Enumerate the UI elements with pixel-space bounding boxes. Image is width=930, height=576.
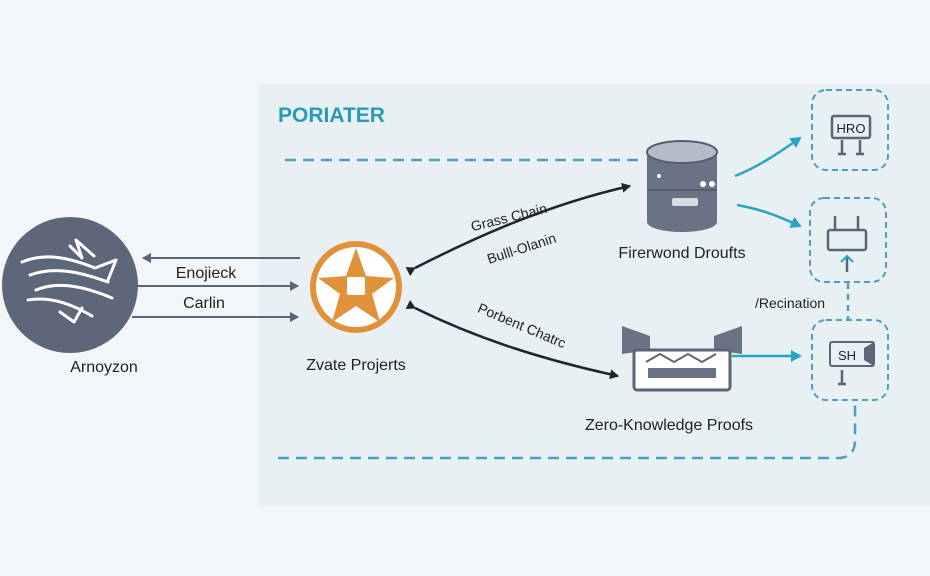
bottom-dashed-line (278, 400, 857, 460)
mini-box-bottom-label: SH (838, 348, 856, 363)
source-node[interactable] (2, 217, 138, 353)
upper-curve-arrow (405, 182, 631, 277)
database-label: Firerwond Droufts (618, 245, 745, 262)
mini-box-top[interactable]: HRO (811, 89, 889, 171)
database-icon[interactable] (646, 140, 718, 232)
plug-icon (838, 140, 864, 156)
hub-label: Zvate Projerts (306, 357, 406, 374)
hub-node[interactable] (310, 241, 402, 333)
arrow-label-top: Enojieck (176, 265, 237, 282)
source-bird-icon (20, 238, 118, 324)
side-label: /Recination (755, 295, 825, 311)
hub-core (345, 275, 367, 297)
source-label: Arnoyzon (70, 359, 138, 376)
teal-arrow-top (734, 136, 802, 178)
lower-curve-arrow (405, 299, 619, 380)
zk-label: Zero-Knowledge Proofs (585, 417, 753, 434)
arrow-label-middle: Carlin (183, 295, 225, 312)
connector-icon (826, 228, 868, 252)
mini-box-middle[interactable] (809, 197, 887, 283)
camera-icon (864, 342, 874, 366)
mini-box-bottom[interactable]: SH (811, 319, 889, 401)
panel-title: PORIATER (278, 104, 385, 127)
zk-machine-icon[interactable] (622, 326, 742, 392)
teal-arrow-middle (736, 203, 802, 228)
mini-box-top-label: HRO (837, 121, 866, 136)
